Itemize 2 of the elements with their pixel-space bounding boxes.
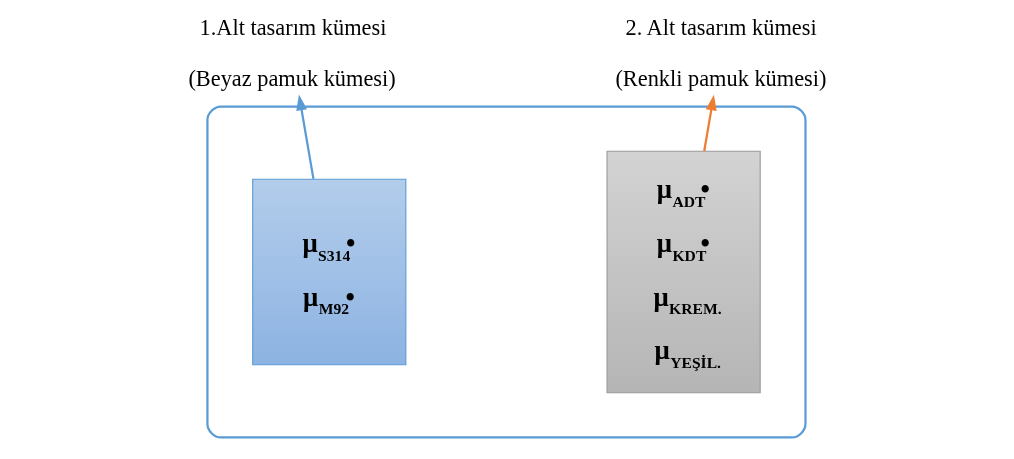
node-text: 2. Alt tasarım kümesi (Renkli pamuk kümesi): [615, 14, 827, 92]
node-text: 1.Alt tasarım kümesi (Beyaz pamuk kümesi): [188, 14, 396, 92]
